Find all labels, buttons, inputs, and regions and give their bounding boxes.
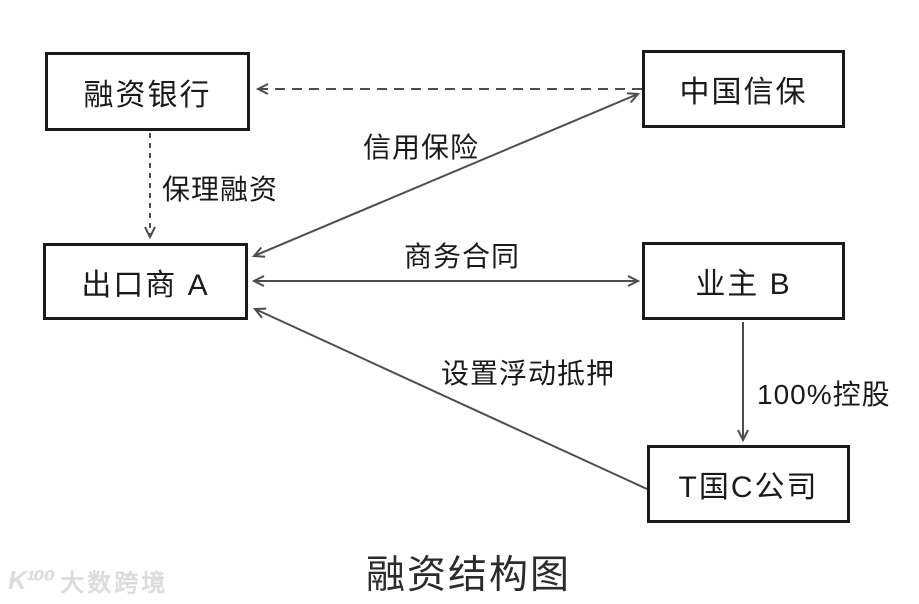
diagram-title: 融资结构图 [366, 554, 572, 597]
watermark-logo-icon: K¹⁰⁰ [8, 565, 55, 595]
floating-mortgage-arrow [252, 307, 648, 490]
node-owner-b-label: 业主 B [695, 268, 792, 301]
node-company-c: T国C公司 [647, 445, 850, 523]
node-company-c-label: T国C公司 [678, 471, 819, 504]
node-owner-b: 业主 B [642, 242, 845, 320]
edge-label-100-percent-holding: 100%控股 [757, 379, 891, 410]
watermark-text: 大数跨境 [60, 570, 169, 597]
edge-label-floating-mortgage: 设置浮动抵押 [441, 358, 616, 389]
edge-label-commercial-contract: 商务合同 [404, 241, 521, 272]
credit-insurance-arrow [254, 94, 638, 256]
watermark: K¹⁰⁰ 大数跨境 [8, 563, 168, 598]
edge-label-credit-insurance: 信用保险 [363, 132, 480, 163]
node-financing-bank: 融资银行 [45, 52, 250, 131]
edge-label-factoring-financing: 保理融资 [162, 174, 279, 205]
node-sinosure-label: 中国信保 [679, 76, 808, 109]
node-financing-bank-label: 融资银行 [83, 78, 212, 112]
node-exporter-a: 出口商 A [43, 243, 248, 320]
node-sinosure: 中国信保 [642, 50, 845, 128]
node-exporter-a-label: 出口商 A [81, 268, 210, 302]
